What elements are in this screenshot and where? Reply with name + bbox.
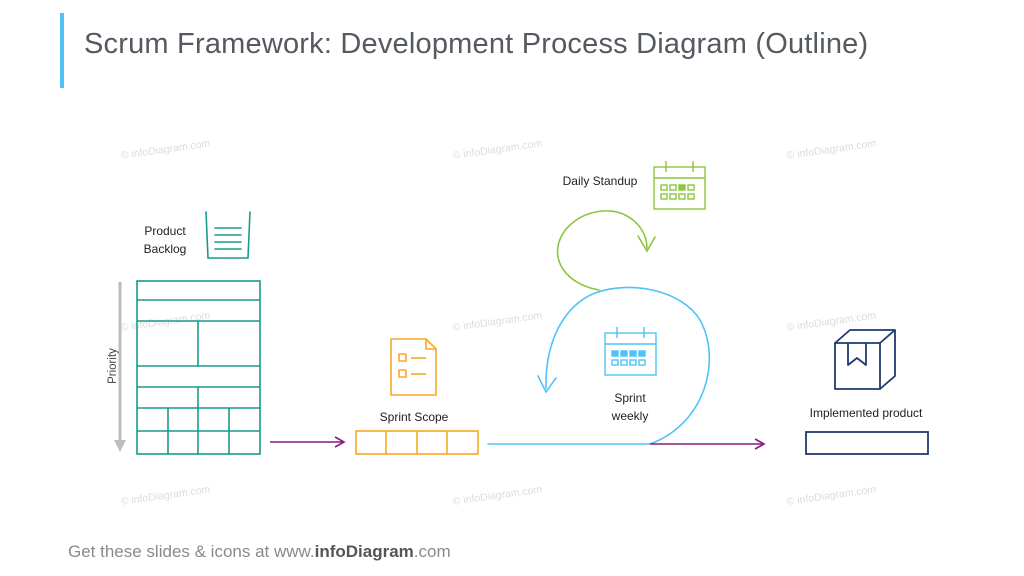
product-backlog-label: Product Backlog bbox=[134, 222, 196, 258]
daily-standup-loop bbox=[556, 210, 656, 291]
title-accent-bar bbox=[60, 13, 64, 88]
footer-suffix: .com bbox=[413, 542, 451, 561]
calendar-icon bbox=[604, 327, 657, 376]
product-backlog-grid bbox=[136, 280, 261, 455]
sprint-scope-row bbox=[355, 430, 479, 455]
daily-standup-label: Daily Standup bbox=[562, 174, 638, 188]
calendar-icon bbox=[653, 161, 706, 210]
list-basket-icon bbox=[205, 211, 251, 259]
page-title: Scrum Framework: Development Process Dia… bbox=[84, 28, 869, 60]
product-backlog-label-line2: Backlog bbox=[143, 242, 187, 256]
footer-brand: infoDiagram bbox=[314, 542, 414, 561]
footer-prefix: Get these slides & icons at www. bbox=[68, 542, 315, 561]
priority-arrow bbox=[114, 282, 126, 452]
sprint-weekly-label-line1: Sprint bbox=[614, 391, 646, 405]
sprint-weekly-loop bbox=[487, 286, 711, 445]
document-checklist-icon bbox=[390, 338, 437, 396]
priority-label: Priority bbox=[107, 348, 119, 384]
implemented-product-label: Implemented product bbox=[809, 406, 923, 420]
implemented-product-bar bbox=[805, 431, 929, 455]
footer: Get these slides & icons at www.infoDiag… bbox=[68, 542, 451, 562]
sprint-scope-label: Sprint Scope bbox=[379, 410, 449, 424]
sprint-weekly-label-line2: weekly bbox=[611, 409, 649, 423]
product-backlog-label-line1: Product bbox=[144, 224, 186, 238]
box-icon bbox=[834, 329, 896, 390]
sprint-weekly-label: Sprint weekly bbox=[598, 389, 662, 425]
